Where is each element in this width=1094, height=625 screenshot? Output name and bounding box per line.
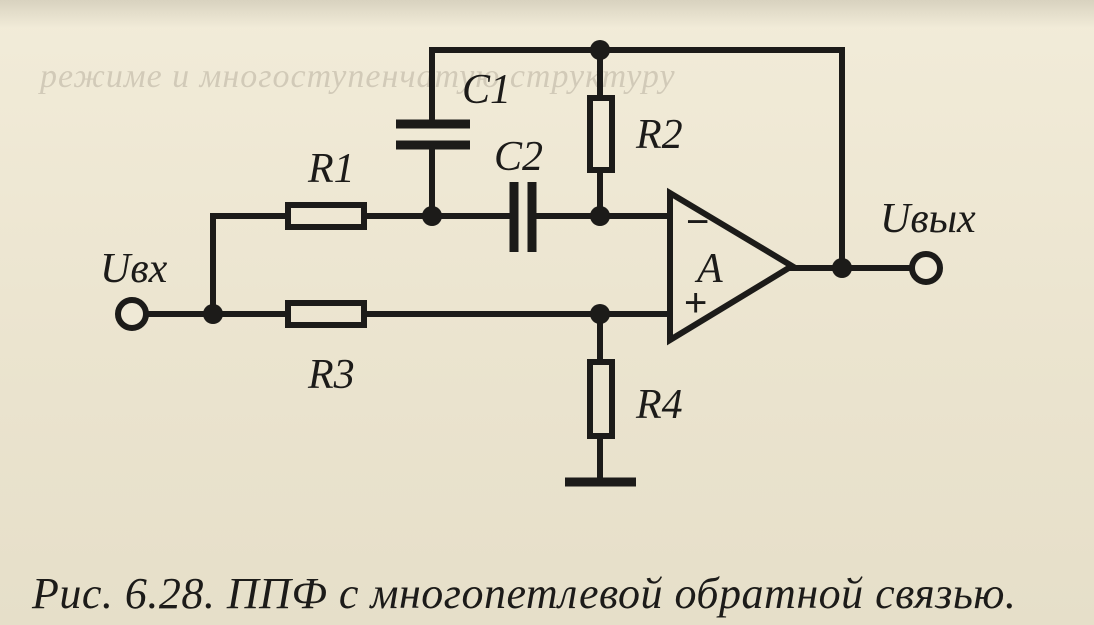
resistor-r4 [587, 359, 615, 439]
resistor-r3 [285, 300, 367, 328]
label-r2: R2 [635, 112, 683, 158]
label-r1: R1 [307, 146, 355, 192]
label-u-out: Uвых [880, 196, 976, 242]
junction-dot [590, 40, 610, 60]
wire-r1-left [210, 213, 291, 317]
junction-dot [590, 206, 610, 226]
label-r4: R4 [635, 382, 683, 428]
page-edge-shadow [0, 0, 1094, 28]
label-amp: A [694, 246, 723, 292]
label-c1: C1 [462, 67, 511, 113]
label-r3: R3 [307, 352, 355, 398]
output-terminal [909, 251, 943, 285]
input-terminal [115, 297, 149, 331]
feedback-wire [429, 47, 845, 271]
label-c2: C2 [494, 134, 543, 180]
label-u-in: Uвх [100, 246, 168, 292]
background-bleed-text: режиме и многоступенчатую структуру [40, 58, 676, 95]
junction-dot [832, 258, 852, 278]
junction-dot [203, 304, 223, 324]
figure-caption: Рис. 6.28. ППФ с многопетлевой обратной … [32, 569, 1017, 618]
label-minus: − [686, 200, 709, 244]
junction-dot [590, 304, 610, 324]
resistor-r1 [285, 202, 367, 230]
junction-dot [422, 206, 442, 226]
op-amp-triangle [667, 187, 798, 346]
label-plus: + [684, 281, 707, 325]
resistor-r2 [587, 95, 615, 173]
circuit-schematic: C1 R2 R1 C2 R3 R4 Uвх Uвых A − + [100, 40, 976, 487]
